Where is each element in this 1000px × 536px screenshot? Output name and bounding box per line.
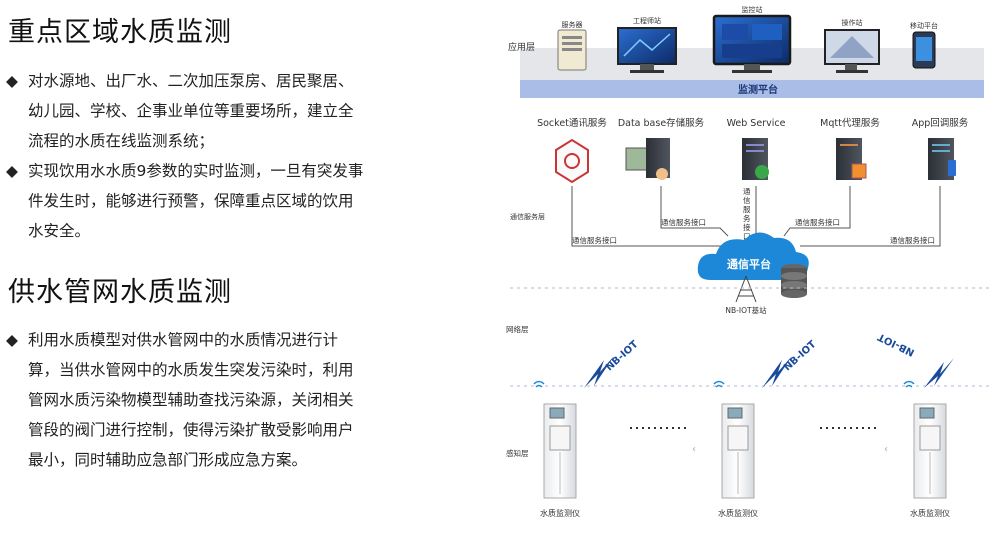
base-station-label: NB-IOT基站 bbox=[725, 305, 767, 315]
comm-lines bbox=[571, 186, 941, 247]
list-item: ◆实现饮用水水质9参数的实时监测，一旦有突发事件发生时，能够进行预警，保障重点区… bbox=[6, 156, 366, 246]
comm-interface-label: 通信服务接口 bbox=[890, 235, 935, 245]
operator-station-icon bbox=[824, 29, 880, 73]
database-icon bbox=[781, 264, 807, 298]
list-item: ◆对水源地、出厂水、二次加压泵房、居民聚居、幼儿园、学校、企事业单位等重要场所，… bbox=[6, 66, 366, 156]
base-station-tower-icon bbox=[735, 275, 757, 303]
nbiot-signal-bolt-icon bbox=[762, 356, 792, 388]
monitor-platform-bar bbox=[520, 80, 984, 98]
app-callback-service-icon bbox=[928, 138, 956, 180]
list-item: ◆利用水质模型对供水管网中的水质情况进行计算，当供水管网中的水质发生突发污染时，… bbox=[6, 325, 366, 475]
comm-interface-label: 通信服务接口 bbox=[572, 235, 617, 245]
engineer-station-icon bbox=[617, 27, 677, 73]
service-label: Web Service bbox=[727, 118, 786, 129]
server-icon bbox=[557, 29, 587, 71]
svg-text:服: 服 bbox=[743, 205, 751, 214]
svg-text:接: 接 bbox=[743, 222, 751, 232]
bullet-diamond-icon: ◆ bbox=[6, 162, 18, 180]
wifi-icon bbox=[903, 380, 915, 388]
comm-service-layer-label: 通信服务层 bbox=[510, 212, 545, 221]
service-label: Socket通讯服务 bbox=[537, 117, 607, 129]
wifi-icon bbox=[533, 380, 545, 388]
database-service-icon bbox=[625, 138, 670, 180]
bullet-diamond-icon: ◆ bbox=[6, 331, 18, 349]
comm-interface-label: 通信服务接口 bbox=[795, 217, 840, 227]
wifi-icon bbox=[713, 380, 725, 388]
text-panel: 重点区域水质监测 ◆对水源地、出厂水、二次加压泵房、居民聚居、幼儿园、学校、企事… bbox=[0, 0, 385, 532]
device-label: 监控站 bbox=[742, 5, 763, 14]
device-label: 操作站 bbox=[842, 18, 863, 27]
section2-body: ◆利用水质模型对供水管网中的水质情况进行计算，当供水管网中的水质发生突发污染时，… bbox=[6, 325, 366, 475]
svg-text:信: 信 bbox=[743, 195, 751, 205]
socket-service-icon bbox=[555, 138, 589, 184]
app-layer-label: 应用层 bbox=[508, 41, 535, 53]
web-service-icon bbox=[742, 138, 769, 180]
device-label: 水质监测仪 bbox=[910, 508, 950, 518]
section2-title: 供水管网水质监测 bbox=[8, 277, 232, 308]
device-label: 移动平台 bbox=[910, 21, 938, 30]
svg-text:务: 务 bbox=[743, 213, 751, 223]
service-label: App回调服务 bbox=[912, 117, 969, 129]
mobile-platform-icon bbox=[912, 31, 936, 69]
comm-interface-vertical: 通信 服务 接口 bbox=[743, 186, 751, 241]
nbiot-signal-bolt-icon bbox=[924, 358, 954, 388]
water-quality-monitor-icon bbox=[721, 403, 755, 499]
device-label: 水质监测仪 bbox=[540, 508, 580, 518]
svg-text:口: 口 bbox=[743, 232, 751, 241]
service-label: Data base存储服务 bbox=[618, 117, 705, 129]
device-label: 水质监测仪 bbox=[718, 508, 758, 518]
service-label: Mqtt代理服务 bbox=[820, 117, 880, 129]
network-layer-label: 网络层 bbox=[506, 324, 529, 334]
chevron-left-icon: ‹ bbox=[884, 444, 888, 455]
svg-text:通: 通 bbox=[743, 186, 751, 196]
nbiot-label: NB-IOT bbox=[782, 339, 819, 374]
bullet-diamond-icon: ◆ bbox=[6, 72, 18, 90]
monitor-station-icon bbox=[712, 14, 792, 73]
nbiot-label: NB-IOT bbox=[604, 339, 641, 374]
water-quality-monitor-icon bbox=[913, 403, 947, 499]
section1-title: 重点区域水质监测 bbox=[8, 17, 232, 48]
architecture-diagram: 应用层 服务器 工程师站 监控站 操作站 移动平台 监测平台 Socket通讯服… bbox=[500, 0, 1000, 532]
monitor-platform-label: 监测平台 bbox=[738, 83, 778, 96]
comm-interface-label: 通信服务接口 bbox=[661, 217, 706, 227]
comm-platform-label: 通信平台 bbox=[727, 257, 771, 271]
device-label: 工程师站 bbox=[633, 16, 661, 25]
sense-layer-label: 感知层 bbox=[506, 448, 529, 458]
device-label: 服务器 bbox=[562, 20, 583, 29]
water-quality-monitor-icon bbox=[543, 403, 577, 499]
chevron-left-icon: ‹ bbox=[692, 444, 696, 455]
section1-body: ◆对水源地、出厂水、二次加压泵房、居民聚居、幼儿园、学校、企事业单位等重要场所，… bbox=[6, 66, 366, 246]
nbiot-signal-bolt-icon bbox=[584, 356, 614, 388]
nbiot-label: NB-IOT bbox=[876, 331, 916, 358]
mqtt-service-icon bbox=[836, 138, 867, 180]
